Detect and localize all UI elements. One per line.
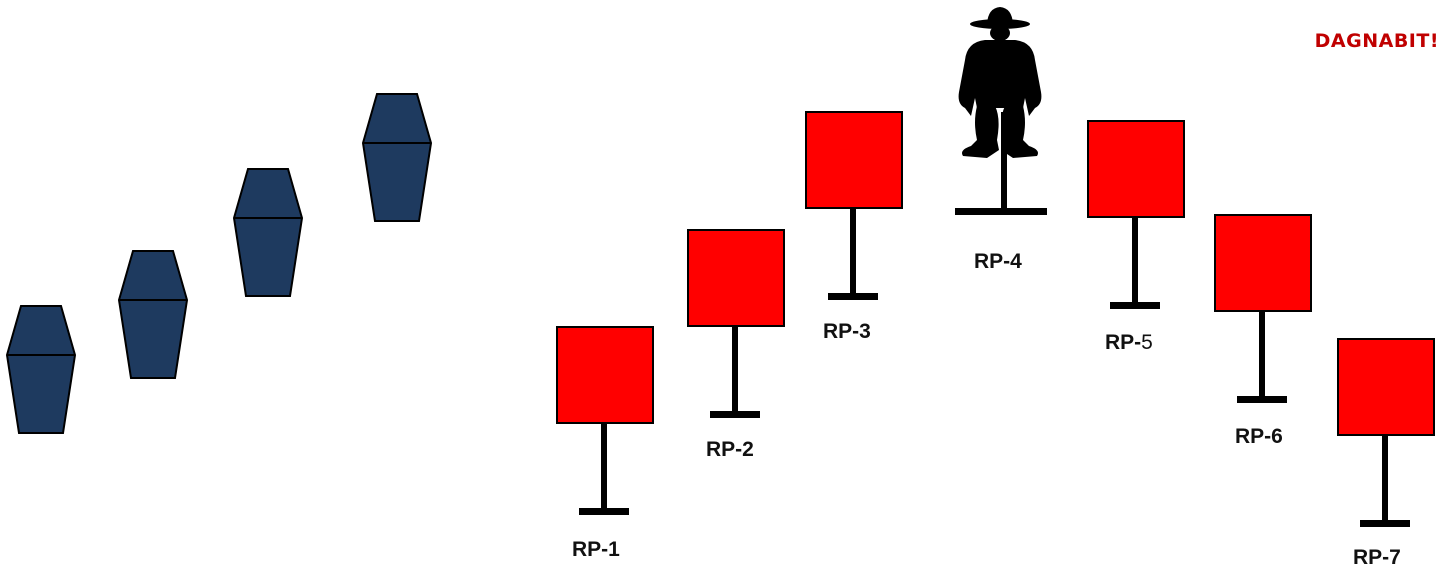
target-post xyxy=(1132,216,1138,302)
target-rp-5 xyxy=(1087,120,1185,310)
target-label-rp-7: RP-7 xyxy=(1353,546,1401,569)
target-rp-2 xyxy=(687,229,785,419)
target-label-prefix: RP- xyxy=(1105,331,1142,354)
target-rp-7 xyxy=(1337,338,1435,528)
coffin-icon xyxy=(233,168,303,297)
target-plate xyxy=(556,326,654,424)
target-base xyxy=(579,508,629,515)
target-rp-6 xyxy=(1214,214,1312,404)
target-base xyxy=(710,411,760,418)
target-label-rp-2: RP-2 xyxy=(706,438,754,461)
target-rp-3 xyxy=(805,111,903,301)
target-plate xyxy=(805,111,903,209)
target-plate xyxy=(1214,214,1312,312)
target-post xyxy=(850,207,856,293)
target-post xyxy=(732,325,738,411)
target-post xyxy=(1382,434,1388,520)
target-label-rp-5: RP-5 xyxy=(1105,331,1153,355)
target-rp-4 xyxy=(945,0,1055,220)
target-plate xyxy=(687,229,785,327)
target-post xyxy=(601,422,607,508)
coffin-icon xyxy=(362,93,432,222)
target-rp-1 xyxy=(556,326,654,516)
target-base xyxy=(828,293,878,300)
target-label-rp-4: RP-4 xyxy=(974,250,1022,273)
coffin-icon xyxy=(6,305,76,434)
target-post xyxy=(1259,310,1265,396)
target-plate xyxy=(1337,338,1435,436)
target-base xyxy=(1360,520,1410,527)
gunman-silhouette-icon xyxy=(955,7,1047,215)
target-label-rp-6: RP-6 xyxy=(1235,425,1283,448)
target-label-rp-1: RP-1 xyxy=(572,538,620,561)
target-plate xyxy=(1087,120,1185,218)
coffin-icon xyxy=(118,250,188,379)
target-label-number: 5 xyxy=(1141,331,1153,354)
dagnabit-banner: DAGNABIT! xyxy=(1314,30,1439,52)
target-base xyxy=(1237,396,1287,403)
target-base xyxy=(1110,302,1160,309)
target-label-rp-3: RP-3 xyxy=(823,320,871,343)
